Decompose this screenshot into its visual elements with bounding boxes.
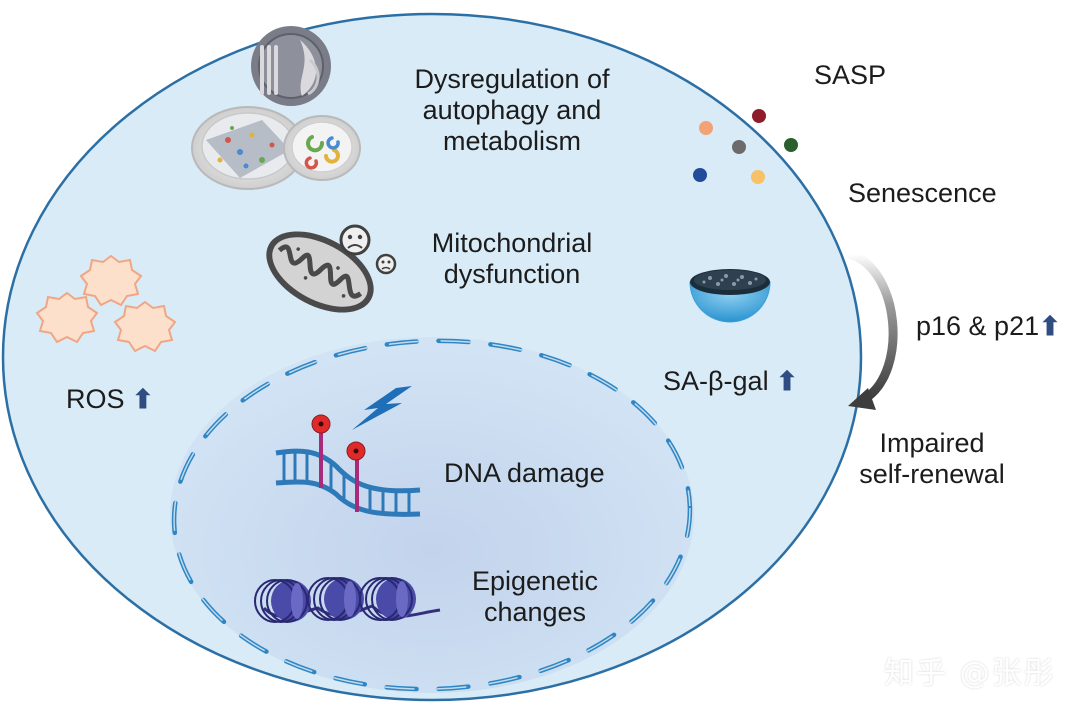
lightning-icon (352, 386, 412, 430)
mito-label: Mitochondrial dysfunction (431, 228, 593, 289)
ros-star-icon (35, 254, 177, 353)
up-arrow-icon: ⬆ (1039, 311, 1061, 341)
watermark: 知乎 @张彤 (884, 656, 1056, 691)
ros-label: ROS ⬆ (66, 384, 154, 414)
sasp-label: SASP (814, 60, 887, 90)
sa-beta-gal-label: SA-β-gal ⬆ (663, 366, 798, 396)
sasp-dots-icon (693, 109, 798, 184)
impaired-self-renewal-label: Impaired self-renewal (859, 428, 1005, 489)
curved-arrow-icon (845, 249, 898, 410)
dna-damage-label: DNA damage (444, 458, 605, 488)
dna-icon (275, 414, 421, 517)
cutlery-plate-icon (251, 26, 331, 106)
up-arrow-icon: ⬆ (132, 384, 154, 414)
autophagy-label: Dysregulation of autophagy and metabolis… (414, 64, 610, 156)
sa-beta-gal-bowl-icon (689, 269, 771, 323)
p16-p21-label: p16 & p21⬆ (916, 311, 1061, 341)
nucleosome-icon (254, 577, 441, 623)
senescence-label: Senescence (848, 178, 997, 208)
sad-mitochondria-icon (339, 224, 397, 275)
petri-dish-icon (191, 106, 361, 190)
up-arrow-icon: ⬆ (776, 366, 798, 396)
epigenetic-label: Epigenetic changes (471, 566, 599, 627)
